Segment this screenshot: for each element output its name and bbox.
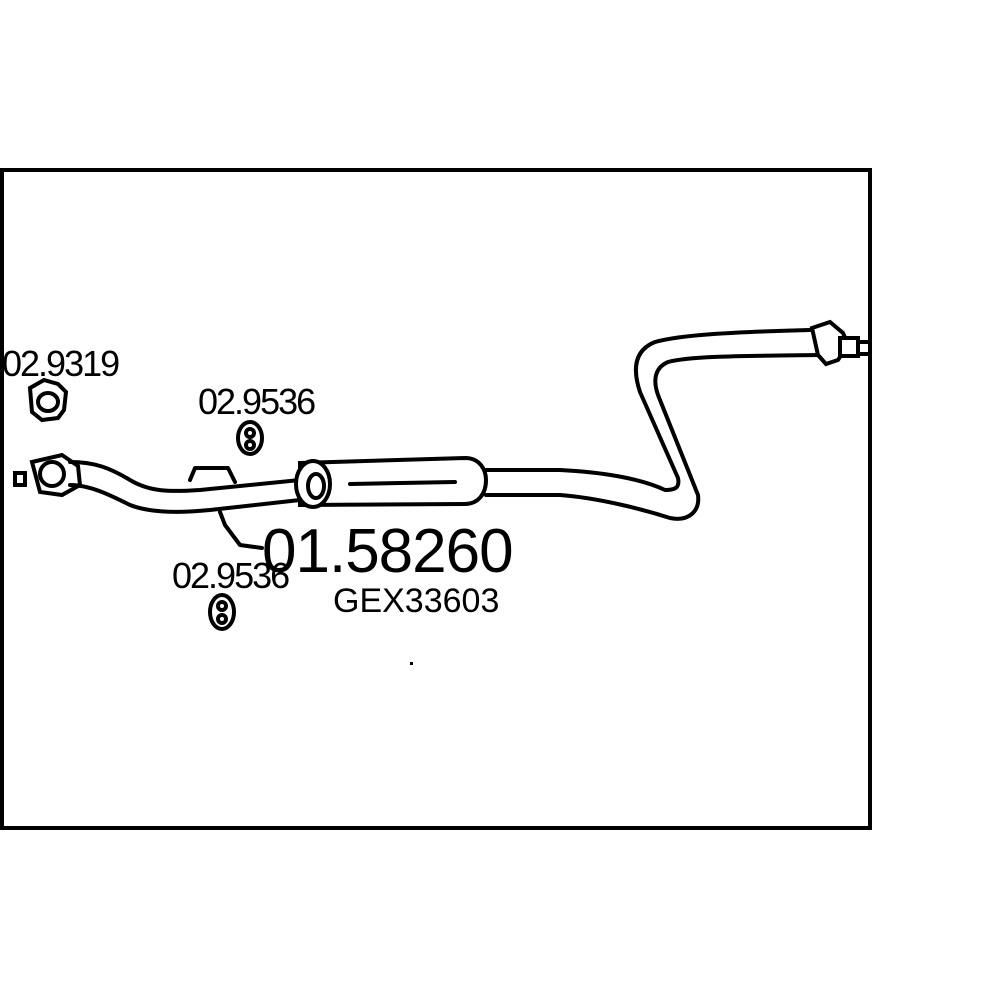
rubber-hanger-icon [208,593,236,631]
rubber-hanger-icon [236,420,264,456]
part-label-2: 02.9536 [172,555,289,596]
part-label-0: 02.9319 [2,343,119,384]
reference-number: GEX33603 [333,582,499,620]
part-number: 01.58260 [262,517,513,586]
diagram-frame [0,168,872,830]
tail-square-icon [856,340,872,356]
flange-square-icon [13,471,27,487]
gasket-icon [27,377,69,423]
exhaust-pipe-icon [13,319,872,550]
part-label-1: 02.9536 [198,381,315,422]
